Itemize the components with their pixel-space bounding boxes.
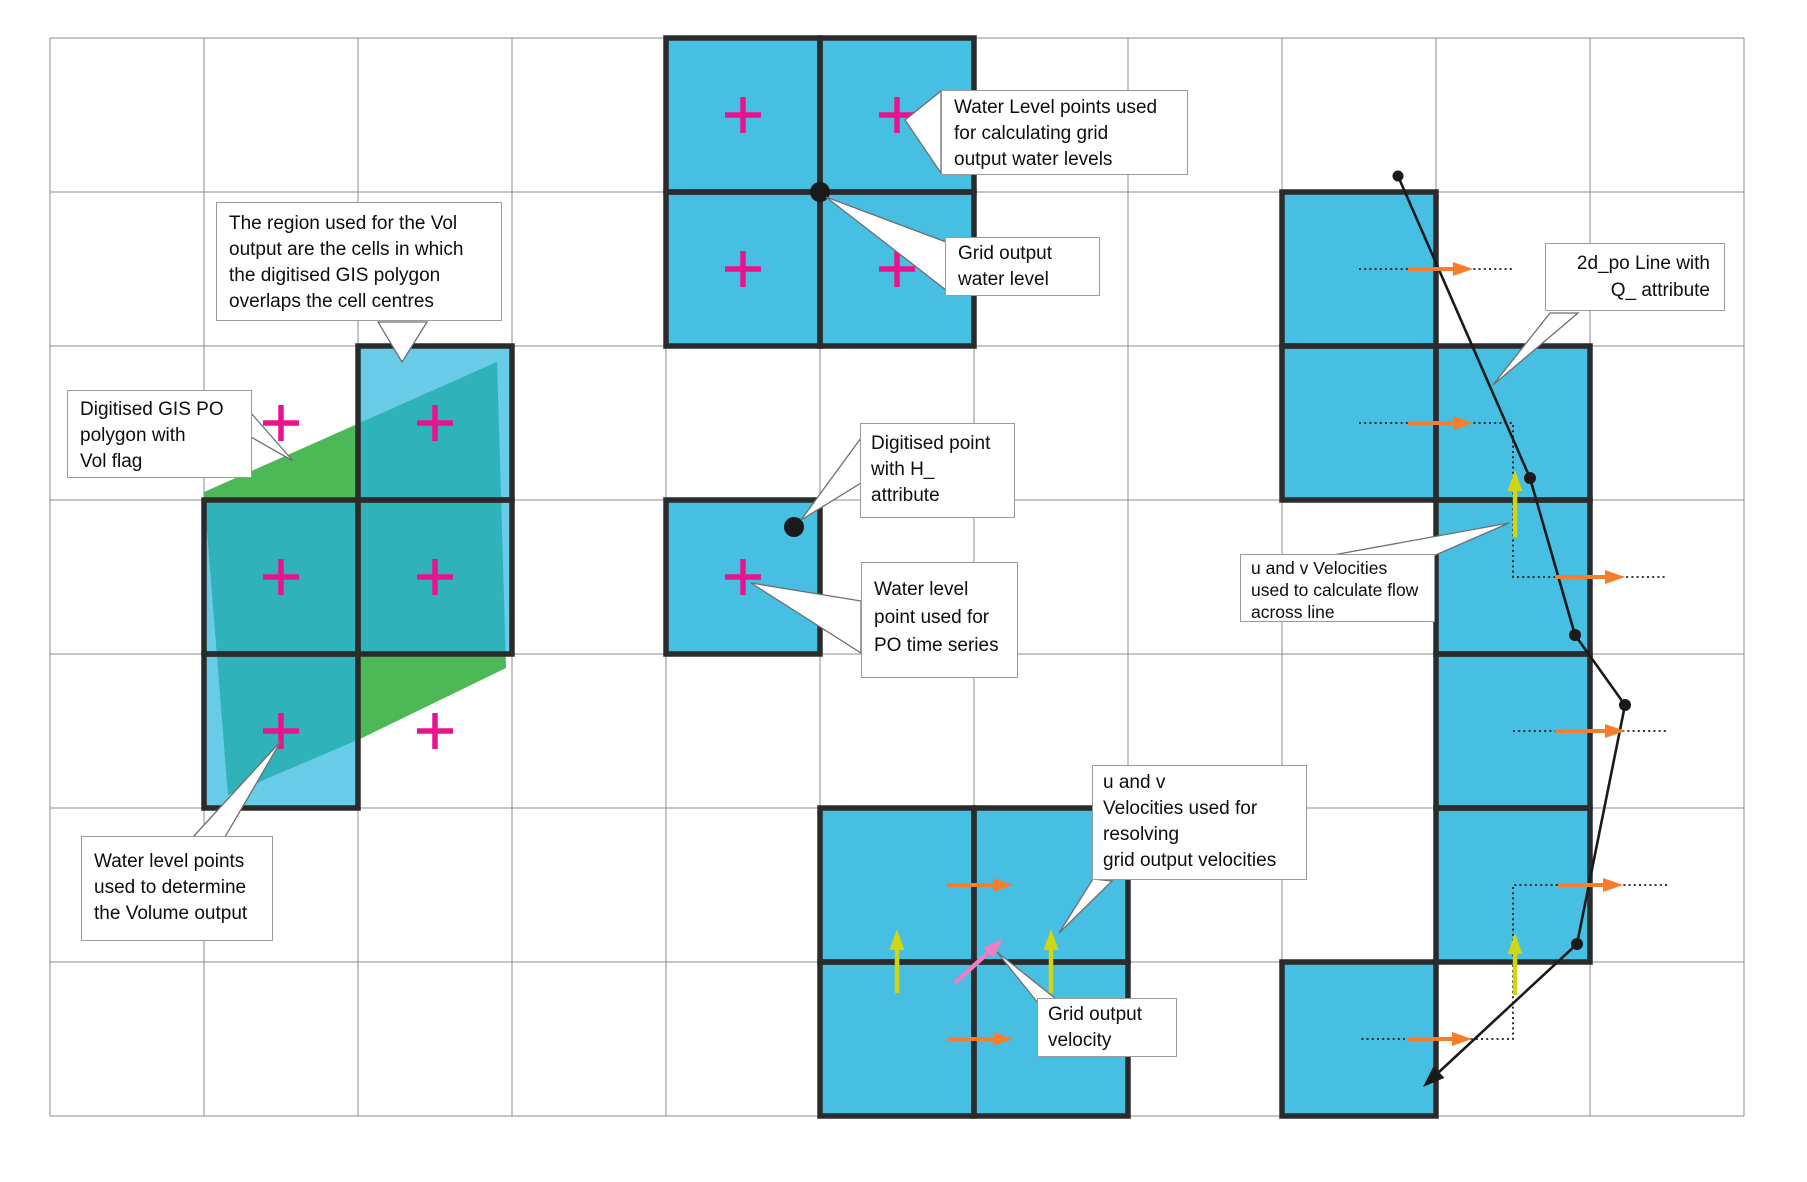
cell-border	[201, 651, 361, 811]
digitised-point-icon	[784, 517, 804, 537]
callout-gis-po-polygon: Digitised GIS PO polygon with Vol flag	[67, 390, 252, 478]
v-velocity-arrow-icon	[1507, 933, 1523, 995]
po-line-path	[1396, 175, 1627, 1073]
water-level-point-icon	[417, 713, 453, 749]
water-level-point-icon	[263, 713, 299, 749]
leader-wedge	[800, 436, 862, 521]
po-line-vertex	[1571, 938, 1583, 950]
water-level-point-icon	[725, 251, 761, 287]
callout-uv-flow: u and v Velocities used to calculate flo…	[1240, 554, 1435, 622]
water-level-point-icon	[879, 97, 915, 133]
po-line-vertex	[1524, 472, 1536, 484]
u-velocity-arrow-icon	[1408, 416, 1473, 430]
water-level-point-icon	[417, 559, 453, 595]
callout-digitised-point-h: Digitised point with H_ attribute	[860, 423, 1015, 518]
water-level-point-icon	[725, 97, 761, 133]
callout-water-level-points: Water Level points used for calculating …	[941, 90, 1188, 175]
u-velocity-arrow-icon	[1408, 262, 1473, 276]
u-velocity-arrow-icon	[1558, 878, 1623, 892]
callout-po-time-series: Water level point used for PO time serie…	[861, 562, 1018, 678]
callout-uv-resolve: u and v Velocities used for resolving gr…	[1092, 765, 1307, 880]
water-level-point-icon	[417, 405, 453, 441]
u-velocity-arrow-icon	[947, 878, 1013, 892]
leader-wedge	[250, 411, 294, 462]
po-line-vertex	[1392, 170, 1404, 182]
2d-po-line	[1392, 170, 1631, 1087]
po-line-vertex	[1619, 699, 1631, 711]
v-velocity-arrow-icon	[1507, 470, 1523, 537]
cell-border	[355, 497, 515, 657]
leader-wedge	[1058, 878, 1114, 934]
po-line-arrowhead-icon	[1423, 1066, 1445, 1087]
callout-volume-points: Water level points used to determine the…	[81, 836, 273, 941]
u-velocity-arrow-icon	[1555, 724, 1625, 738]
v-velocity-arrows	[889, 470, 1523, 995]
leader-wedge	[376, 321, 429, 364]
callout-grid-output-velocity: Grid output velocity	[1037, 998, 1177, 1057]
v-velocity-arrow-icon	[889, 929, 905, 993]
water-level-points	[263, 97, 915, 749]
water-level-point-icon	[263, 405, 299, 441]
water-level-point-icon	[725, 559, 761, 595]
po-line-vertex	[1569, 629, 1581, 641]
u-velocity-arrows	[947, 262, 1625, 1046]
callout-grid-output-water-level: Grid output water level	[945, 237, 1100, 296]
leader-wedge	[1492, 312, 1580, 386]
cell-border	[663, 497, 823, 657]
callout-leaders	[191, 89, 1580, 1004]
water-level-point-icon	[263, 559, 299, 595]
u-velocity-arrow-icon	[1555, 570, 1625, 584]
grid-output-water-level-point-icon	[810, 182, 830, 202]
u-velocity-arrow-icon	[1407, 1032, 1472, 1046]
v-velocity-arrow-icon	[1043, 929, 1059, 993]
grid-output-velocity-arrow-icon	[953, 939, 1003, 985]
water-level-point-icon	[879, 251, 915, 287]
callout-2d-po-line: 2d_po Line with Q_ attribute	[1545, 243, 1725, 311]
callout-vol-region: The region used for the Vol output are t…	[216, 202, 502, 321]
u-velocity-arrow-icon	[947, 1032, 1013, 1046]
